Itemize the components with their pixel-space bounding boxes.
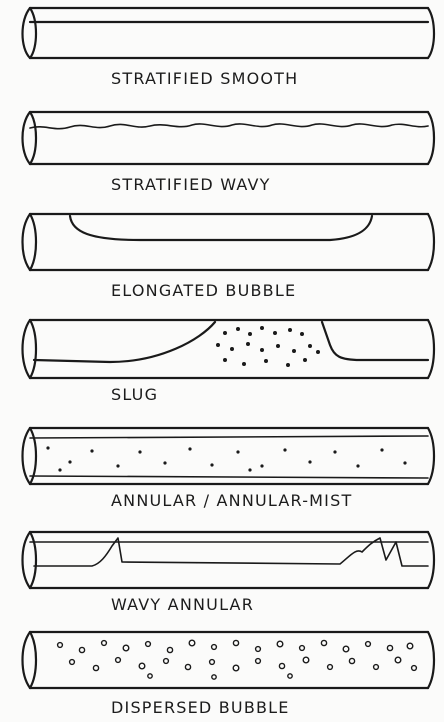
pipe-stratified-smooth [21, 6, 436, 60]
label-annular-mist: ANNULAR / ANNULAR-MIST [111, 491, 353, 510]
label-dispersed-bubble: DISPERSED BUBBLE [111, 698, 290, 717]
pipe-stratified-wavy [21, 110, 436, 166]
label-elongated-bubble: ELONGATED BUBBLE [111, 281, 297, 300]
label-stratified-smooth: STRATIFIED SMOOTH [111, 69, 299, 88]
pipe-annular [21, 426, 436, 486]
label-wavy-annular: WAVY ANNULAR [111, 595, 255, 614]
pipe-wavy-annular [21, 530, 436, 590]
label-slug: SLUG [111, 385, 159, 404]
pipe-elongated-bubble [21, 212, 436, 272]
pipe-slug [21, 318, 436, 380]
label-stratified-wavy: STRATIFIED WAVY [111, 175, 271, 194]
pipe-dispersed-bubble [21, 630, 436, 690]
